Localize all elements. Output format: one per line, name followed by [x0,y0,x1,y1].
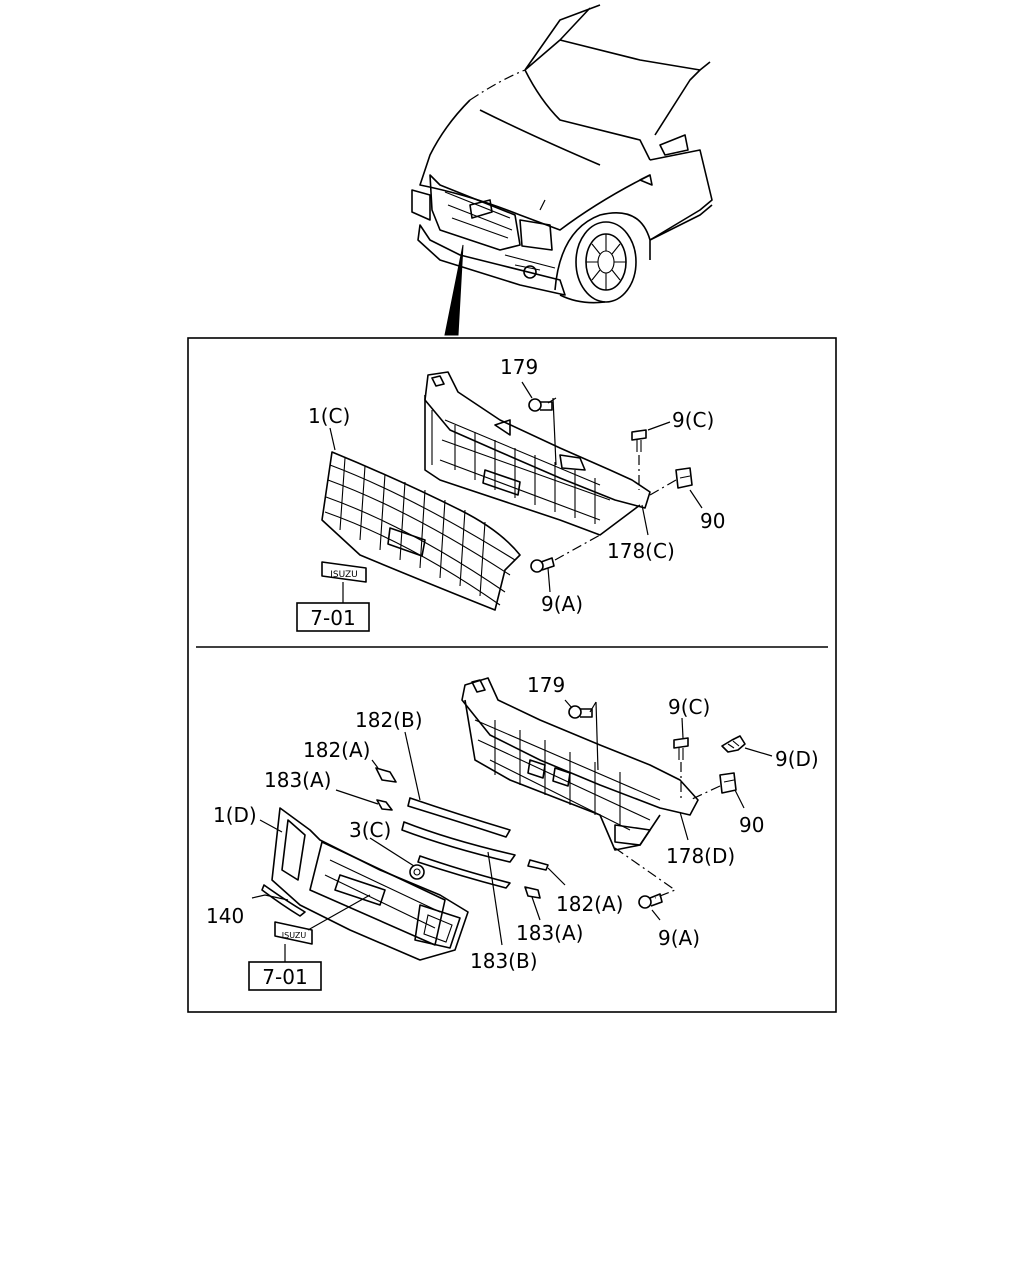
label-178d: 178(D) [666,844,735,868]
label-3c: 3(C) [349,818,391,842]
clip-90-top [675,467,693,489]
diagram-frame [187,337,837,1013]
label-9c-bottom: 9(C) [668,695,710,719]
grille-bracket-178c [424,371,651,536]
label-182b: 182(B) [355,708,423,732]
label-183a-2: 183(A) [516,921,583,945]
label-182a-1: 182(A) [303,738,370,762]
screw-179-top [528,398,553,412]
label-1d: 1(D) [213,803,257,827]
label-9a-bottom: 9(A) [658,926,700,950]
strip-182b [407,797,511,838]
clip-90-bottom [719,772,737,794]
screw-9a-bottom [638,893,663,909]
label-1c: 1(C) [308,404,350,428]
emblem-bottom: ISUZU [274,921,313,945]
front-grille-1d [271,807,469,961]
vehicle-illustration [411,4,713,336]
emblem-text: ISUZU [330,570,358,580]
label-182a-2: 182(A) [556,892,623,916]
top-section: ISUZU [296,371,703,632]
screw-9c-bottom [673,737,689,760]
label-9d: 9(D) [775,747,819,771]
label-90-top: 90 [700,509,725,533]
label-140: 140 [206,904,244,928]
screw-9d [721,735,746,753]
emblem-text-bottom: ISUZU [282,931,307,940]
label-9a-top: 9(A) [541,592,583,616]
label-179-top: 179 [500,355,538,379]
screw-179-bottom [568,705,593,719]
label-178c: 178(C) [607,539,675,563]
screw-9c-top [631,429,647,452]
piece-183a-1 [376,799,393,811]
bottom-section: ISUZU [248,677,773,991]
ref-box-top [296,602,370,632]
label-ref-bottom: 7-01 [262,965,307,989]
front-grille-1c [321,451,521,611]
piece-182a-2 [527,859,549,871]
piece-182a-1 [375,767,397,783]
label-9c-top: 9(C) [672,408,714,432]
screw-9a-top [530,557,555,573]
grille-bracket-178d [461,677,699,851]
label-183a-1: 183(A) [264,768,331,792]
nut-3c [409,864,425,880]
ref-box-bottom [248,961,322,991]
label-179-bottom: 179 [527,673,565,697]
emblem-top: ISUZU [321,561,367,583]
label-90-bottom: 90 [739,813,764,837]
piece-183a-2 [524,886,541,899]
strip-183b-lower [417,855,511,889]
strip-183b-upper [401,821,516,863]
label-183b: 183(B) [470,949,538,973]
label-ref-top: 7-01 [310,606,355,630]
callout-labels: 179 1(C) 9(C) 90 178(C) 9(A) 7-01 179 18… [206,355,819,989]
